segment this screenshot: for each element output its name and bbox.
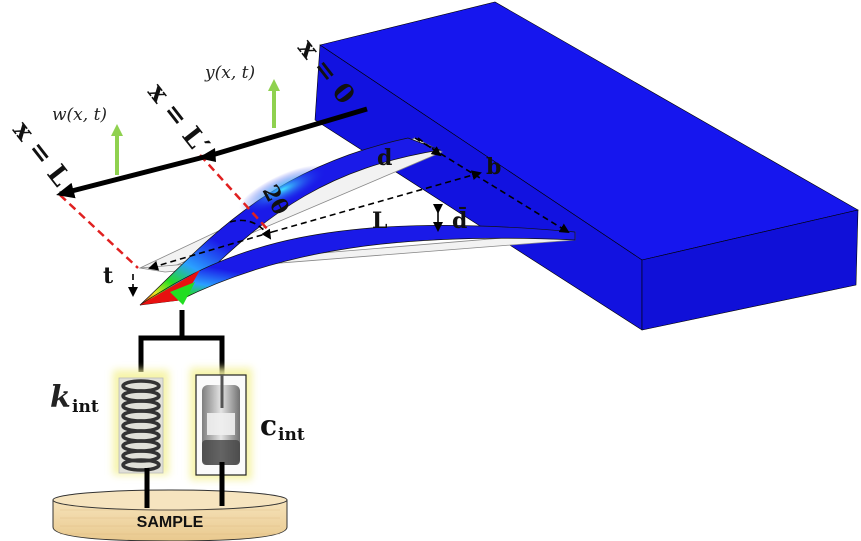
x-axis-midpoint-arrowhead [198,148,216,162]
damper-c-int [190,368,252,502]
substrate-block [314,1,859,331]
x-axis [56,106,368,199]
reference-lines [59,154,271,269]
substrate-side-face [641,209,859,331]
c-int-label-main: c [260,409,277,442]
sample-disk [52,489,288,541]
spring-icon [121,379,161,472]
x-axis-segment-lower [56,152,213,199]
cantilever [139,137,576,306]
b-half-line [271,170,482,233]
reference-line-x-Lprime [199,154,271,233]
interaction-connector [138,310,225,375]
c-int-label-sub: int [278,425,305,445]
tip-apex [170,282,195,305]
k-int-label-sub: int [72,397,99,417]
b-label: b [486,154,501,180]
w-label: w(x, t) [52,105,107,125]
x-L-label: x = L [6,116,75,193]
x-axis-segment-upper [211,106,368,158]
x-Lprime-label: x = L′ [141,78,214,160]
sample-label: SAMPLE [137,514,204,531]
d-label: d [377,145,392,171]
dbar-label: d̄ [452,206,467,234]
L-label: L [372,208,387,234]
d-dimension-line [417,137,442,157]
reference-line-x-L [59,194,139,269]
L-projection-line [148,231,273,271]
spring-k-int [113,370,169,505]
y-label: y(x, t) [204,63,255,83]
angle-arc [229,219,272,240]
dimension-lines [128,137,570,297]
k-int-label-main: k [50,380,71,415]
t-label: t [103,263,114,289]
